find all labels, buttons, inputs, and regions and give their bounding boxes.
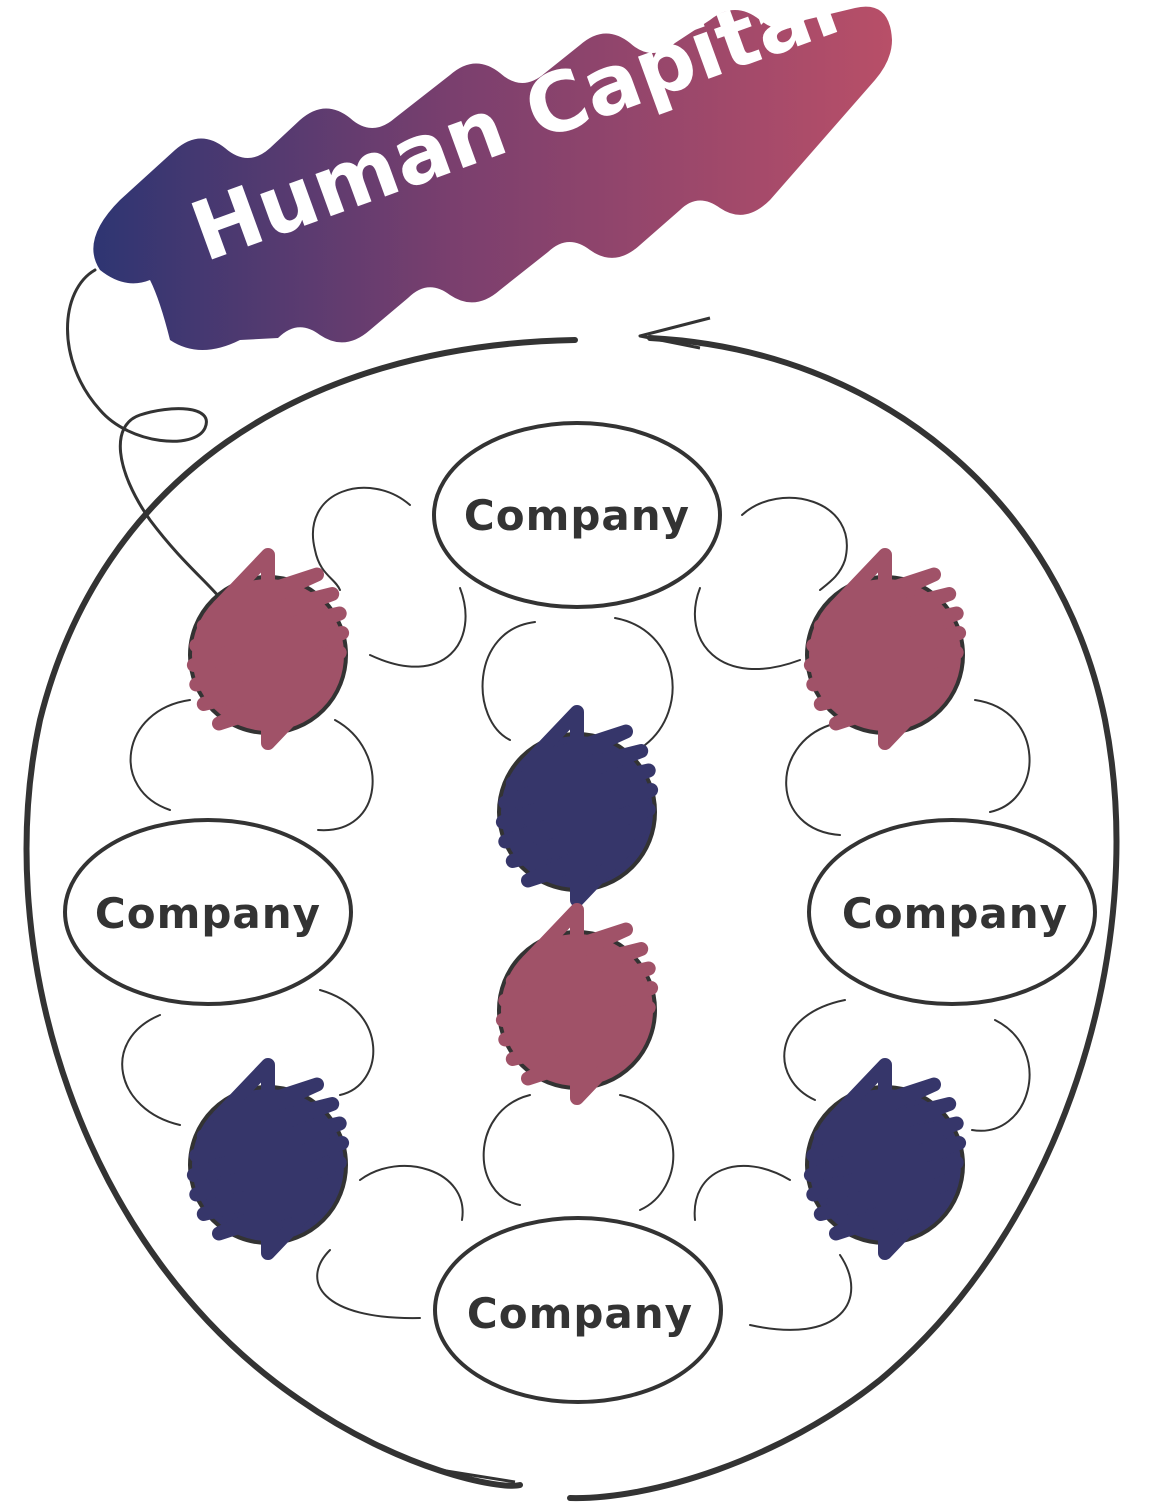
connector-loop xyxy=(614,617,674,746)
connector-loop xyxy=(694,587,801,671)
outer-ring-tail-hook xyxy=(439,1468,516,1484)
outer-ring-arrowhead xyxy=(638,316,711,350)
node-mauve-top-right xyxy=(803,548,967,750)
node-scribble xyxy=(495,903,659,1105)
node-mauve-top-left xyxy=(186,548,350,750)
company-label: Company xyxy=(842,889,1068,938)
company-right: Company xyxy=(807,818,1097,1006)
node-navy-bottom-left xyxy=(186,1058,350,1260)
outer-ring-arc-right xyxy=(567,335,1120,1502)
connector-loop xyxy=(482,1094,531,1206)
company-label: Company xyxy=(467,1289,693,1338)
node-navy-bottom-right xyxy=(803,1058,967,1260)
node-scribble xyxy=(803,548,967,750)
node-scribble xyxy=(186,1058,350,1260)
company-label: Company xyxy=(464,491,690,540)
connector-loop xyxy=(369,587,467,668)
connector-loop xyxy=(319,989,375,1096)
company-ellipse xyxy=(432,421,722,609)
company-top: Company xyxy=(432,421,722,609)
company-ellipse xyxy=(433,1216,723,1404)
node-scribble xyxy=(803,1058,967,1260)
company-ellipse xyxy=(807,818,1097,1006)
outer-cycle-ring xyxy=(23,316,1120,1502)
connector-loop xyxy=(359,1165,464,1221)
banner-zigzag-shape xyxy=(93,6,893,351)
node-scribble xyxy=(186,548,350,750)
connector-loop xyxy=(312,486,411,591)
connector-loop xyxy=(121,1014,181,1126)
connector-loops xyxy=(121,486,1031,1331)
company-left: Company xyxy=(63,818,353,1006)
connector-loop xyxy=(481,621,536,741)
connector-loop xyxy=(316,1249,421,1320)
human-capital-banner: Human Capital xyxy=(93,0,893,351)
connector-loop xyxy=(785,724,841,836)
connector-loop xyxy=(749,1254,853,1331)
outer-ring-arc xyxy=(23,337,578,1489)
connector-loop xyxy=(974,699,1031,813)
node-navy-center-top xyxy=(495,705,659,907)
company-bottom: Company xyxy=(433,1216,723,1404)
connector-loop xyxy=(129,699,191,811)
node-mauve-center-bottom xyxy=(495,903,659,1105)
tether-loop-line xyxy=(66,268,222,600)
company-label: Company xyxy=(95,889,321,938)
connector-loop xyxy=(317,719,374,832)
connector-loop xyxy=(693,1164,791,1221)
connector-loop xyxy=(741,496,848,591)
node-scribble xyxy=(495,705,659,907)
connector-loop xyxy=(783,999,846,1101)
connector-loop xyxy=(619,1094,675,1211)
people-nodes xyxy=(186,548,967,1260)
company-ellipse xyxy=(63,818,353,1006)
connector-loop xyxy=(971,1019,1031,1132)
